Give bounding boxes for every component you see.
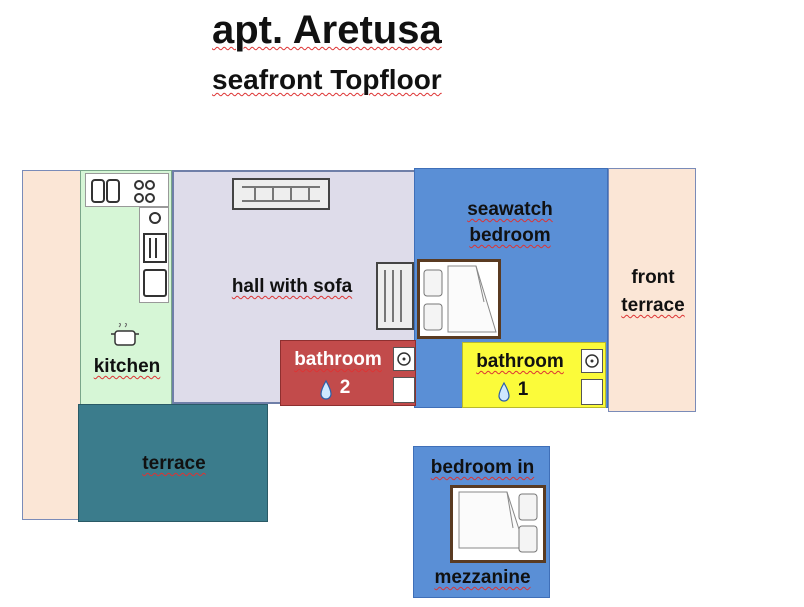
- kitchen-label: kitchen: [93, 356, 161, 377]
- room-kitchen: kitchen: [80, 170, 172, 408]
- armchair-icon: [376, 262, 414, 330]
- kitchen-cabinets: [139, 207, 169, 303]
- terrace-label: terrace: [142, 453, 206, 474]
- mezzanine-label-line1: bedroom in: [430, 457, 535, 478]
- sink-icon: [581, 349, 603, 373]
- bed-icon: [450, 485, 546, 563]
- room-bathroom-1: bathroom 1: [462, 342, 606, 408]
- toilet-icon: [393, 377, 415, 403]
- bathroom-2-number: 2: [339, 377, 351, 398]
- bathroom-2-label: bathroom: [294, 349, 382, 370]
- seawatch-label-line2: bedroom: [469, 225, 551, 246]
- room-terrace: terrace: [78, 404, 268, 522]
- mezzanine-label-line2: mezzanine: [434, 567, 531, 588]
- water-drop-icon: [498, 381, 510, 402]
- bathroom-1-label: bathroom: [476, 351, 564, 372]
- page-subtitle: seafront Topfloor: [212, 64, 442, 95]
- bathroom-1-number: 1: [517, 379, 529, 400]
- stove-pot-icon: [111, 323, 139, 346]
- room-bathroom-2: bathroom 2: [280, 340, 416, 406]
- sink-icon: [393, 347, 415, 371]
- kitchen-counter: [85, 173, 169, 207]
- toilet-icon: [581, 379, 603, 405]
- room-mezzanine-bedroom: bedroom in mezzanine: [413, 446, 550, 598]
- bed-icon: [417, 259, 501, 339]
- sofa-icon: [232, 178, 330, 210]
- stove-sink-icon: [91, 179, 155, 203]
- water-drop-icon: [320, 379, 332, 400]
- side-terrace-strip: [22, 170, 82, 520]
- room-hall: hall with sofa: [172, 170, 416, 404]
- seawatch-label-line1: seawatch: [467, 199, 553, 220]
- page-title: apt. Aretusa: [212, 8, 442, 52]
- hall-label: hall with sofa: [231, 276, 353, 297]
- room-front-terrace: front terrace: [608, 168, 696, 412]
- fridge-icon: [143, 212, 167, 297]
- front-terrace-label-line1: front: [631, 267, 675, 288]
- front-terrace-label-line2: terrace: [621, 295, 685, 316]
